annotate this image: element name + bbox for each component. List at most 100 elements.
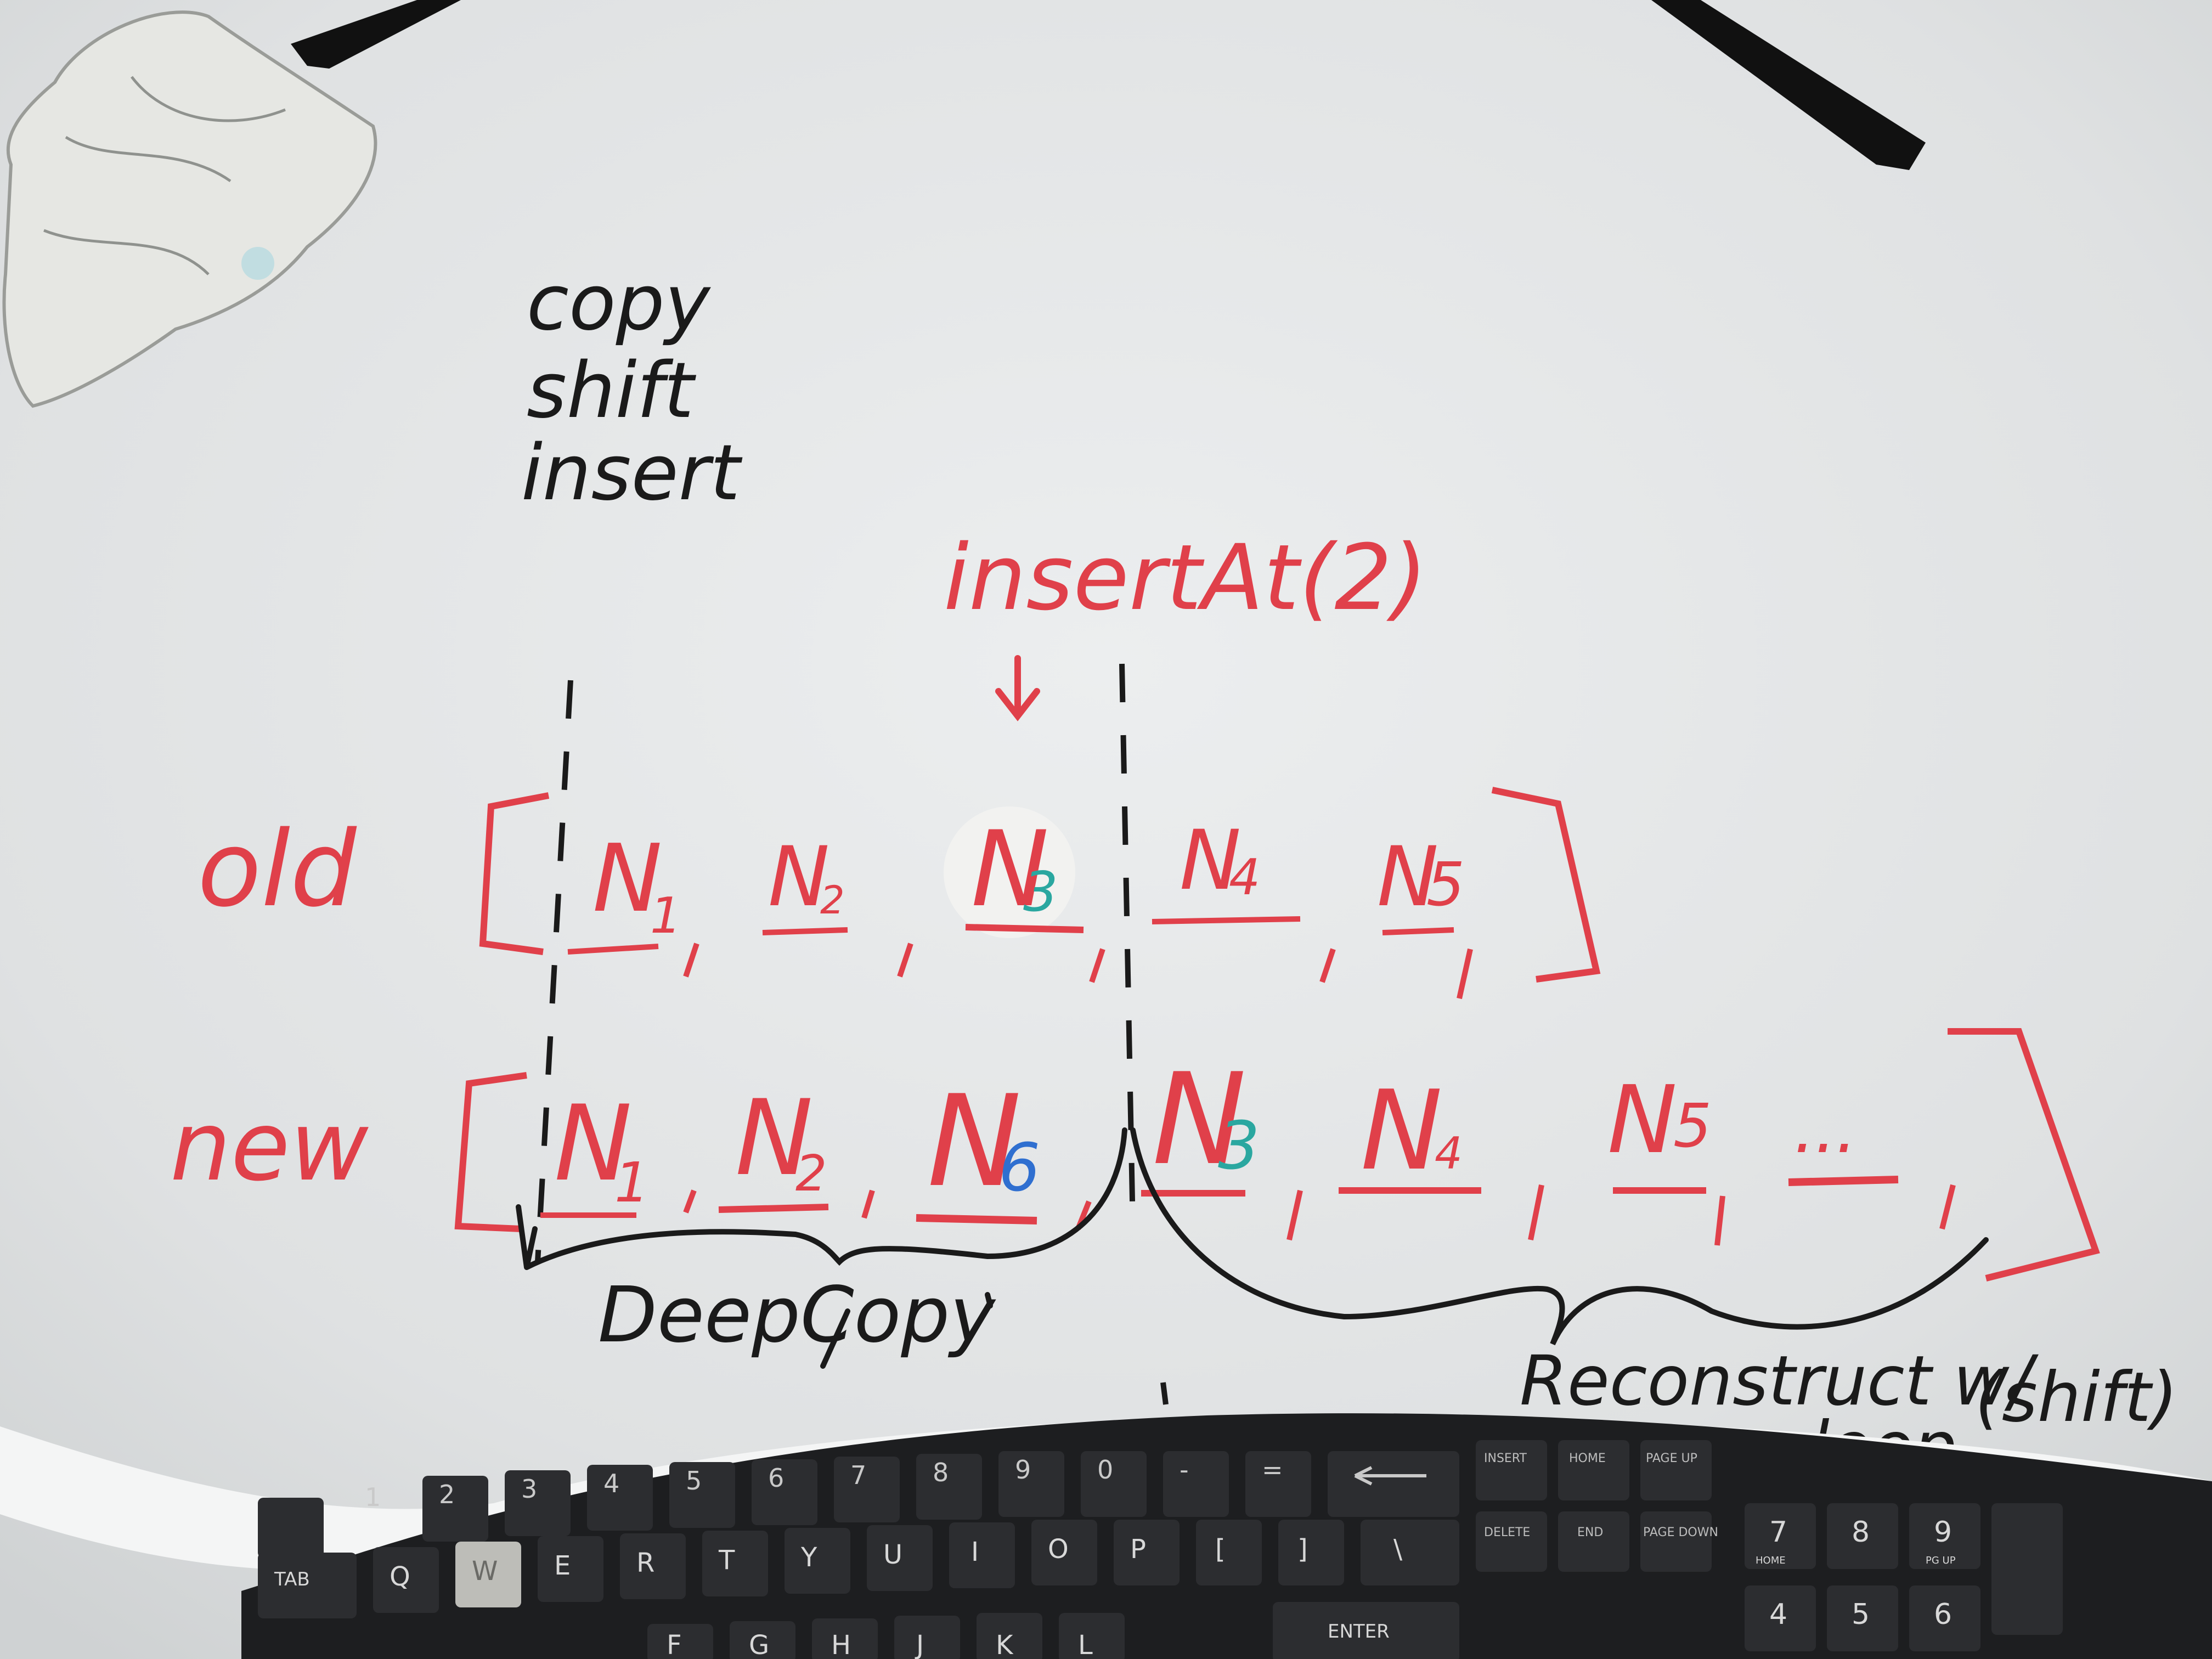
- key-g: G: [749, 1630, 769, 1659]
- row-label-new: new: [170, 1091, 369, 1203]
- numpad-4: 4: [1769, 1598, 1787, 1631]
- reconstruct-label: Reconstruct w/: [1520, 1341, 2039, 1421]
- svg-text:N: N: [554, 1083, 632, 1204]
- key-3: 3: [521, 1474, 537, 1504]
- key-delete: DELETE: [1484, 1526, 1530, 1539]
- svg-text:insertAt(2): insertAt(2): [944, 525, 1427, 630]
- old-element-2: N 2: [762, 830, 848, 935]
- key-8: 8: [933, 1458, 949, 1487]
- row-labels: old new: [170, 809, 369, 1203]
- key-minus: -: [1180, 1455, 1189, 1485]
- svg-text:2: 2: [795, 1145, 827, 1203]
- svg-text:N: N: [735, 1077, 813, 1199]
- svg-text:4: 4: [1229, 849, 1260, 906]
- new-element-3: N 3: [1141, 1047, 1260, 1197]
- numpad-7-sub: HOME: [1756, 1555, 1786, 1566]
- key-2: 2: [439, 1480, 455, 1509]
- key-9: 9: [1015, 1455, 1031, 1485]
- shift-label: (shift): [1975, 1358, 2178, 1437]
- keyboard: 1 2 3 4 5 6 7 8 9 0 - =: [241, 1413, 2212, 1659]
- tissue-cloth: [2, 10, 377, 408]
- key-page-down: PAGE DOWN: [1643, 1526, 1718, 1539]
- down-arrow-icon: [995, 655, 1040, 721]
- svg-text:N: N: [1180, 813, 1241, 909]
- letter-row: TAB Q W E R T Y U I O P [ ] \: [258, 1520, 1459, 1618]
- key-equals: =: [1262, 1455, 1283, 1485]
- key-l: L: [1078, 1630, 1093, 1659]
- deep-copy-brace: [524, 1127, 1127, 1270]
- bottom-letter-row: F G H J K L ENTER: [647, 1602, 1459, 1659]
- key-5: 5: [686, 1466, 702, 1496]
- new-element-ellipsis: ...: [1788, 1092, 1899, 1186]
- numpad: 7 HOME 8 9 PG UP 4 5 6: [1745, 1503, 2063, 1651]
- key-page-up: PAGE UP: [1646, 1452, 1697, 1465]
- svg-text:N: N: [768, 830, 830, 925]
- note-shift: shift: [527, 346, 697, 436]
- svg-text:6: 6: [998, 1130, 1040, 1206]
- key-q: Q: [390, 1561, 410, 1592]
- numpad-9-sub: PG UP: [1926, 1555, 1956, 1566]
- new-array-open-bracket: [454, 1072, 527, 1232]
- key-0: 0: [1097, 1455, 1113, 1485]
- key-6: 6: [768, 1463, 784, 1493]
- numpad-9: 9: [1934, 1516, 1952, 1549]
- key-home: HOME: [1569, 1452, 1606, 1465]
- old-element-3: N 3: [944, 806, 1084, 938]
- key-y: Y: [800, 1542, 817, 1573]
- svg-text:5: 5: [1673, 1091, 1712, 1161]
- key-h: H: [831, 1630, 851, 1659]
- key-w: W: [472, 1556, 498, 1587]
- key-t: T: [718, 1545, 735, 1576]
- key-j: J: [915, 1630, 924, 1659]
- svg-text:2: 2: [820, 878, 845, 923]
- svg-text:N: N: [927, 1069, 1022, 1215]
- key-insert: INSERT: [1484, 1452, 1527, 1465]
- insert-at-label: insertAt(2): [944, 525, 1427, 721]
- svg-text:N: N: [1377, 830, 1438, 925]
- svg-text:...: ...: [1794, 1092, 1857, 1168]
- svg-text:1: 1: [614, 1150, 650, 1215]
- old-element-1: N 1: [567, 825, 681, 955]
- key-enter: ENTER: [1328, 1621, 1390, 1643]
- svg-text:3: 3: [1023, 860, 1058, 924]
- new-element-2: N 2: [718, 1077, 829, 1213]
- new-element-6: N 6: [916, 1069, 1040, 1224]
- new-element-4: N 4: [1339, 1067, 1481, 1195]
- key-end: END: [1577, 1526, 1603, 1539]
- key-p: P: [1130, 1534, 1146, 1565]
- dashed-dividers: [535, 663, 1169, 1405]
- svg-text:N: N: [1607, 1066, 1677, 1175]
- backspace-arrow-icon: [1354, 1466, 1426, 1486]
- key-bracket-right: ]: [1297, 1534, 1308, 1565]
- nav-cluster: INSERT HOME PAGE UP DELETE END PAGE DOWN: [1476, 1440, 1718, 1572]
- new-element-1: N 1: [540, 1083, 650, 1218]
- key-r: R: [636, 1548, 654, 1578]
- row-label-old: old: [198, 809, 357, 930]
- note-insert: insert: [521, 428, 743, 518]
- key-4: 4: [603, 1469, 619, 1498]
- monitor-stand: [291, 0, 1926, 170]
- key-e: E: [554, 1550, 571, 1581]
- old-element-4: N 4: [1152, 813, 1301, 924]
- svg-text:4: 4: [1435, 1128, 1463, 1179]
- key-tab: TAB: [274, 1568, 310, 1590]
- key-7: 7: [850, 1460, 866, 1490]
- key-o: O: [1048, 1534, 1069, 1565]
- svg-text:N: N: [592, 825, 662, 933]
- old-array: N 1 N 2 N 3 N 4 N 5: [479, 787, 1601, 1000]
- numpad-5: 5: [1852, 1598, 1870, 1631]
- reconstruct-brace: [1130, 1127, 1989, 1346]
- svg-text:N: N: [1361, 1067, 1443, 1195]
- key-k: K: [996, 1630, 1014, 1659]
- number-row: 1 2 3 4 5 6 7 8 9 0 - =: [258, 1451, 1459, 1558]
- handwritten-notes: copy shift insert: [521, 258, 743, 518]
- key-bracket-left: [: [1215, 1534, 1226, 1565]
- key-1: 1: [365, 1482, 381, 1512]
- new-array: N 1 N 2 N 6 N 3 N 4 N: [454, 1028, 2100, 1282]
- svg-text:N: N: [971, 809, 1049, 930]
- svg-text:3: 3: [1218, 1108, 1260, 1184]
- numpad-6: 6: [1934, 1598, 1952, 1631]
- old-element-5: N 5: [1377, 830, 1465, 935]
- key-i: I: [971, 1537, 979, 1567]
- new-array-close-bracket: [1948, 1028, 2100, 1282]
